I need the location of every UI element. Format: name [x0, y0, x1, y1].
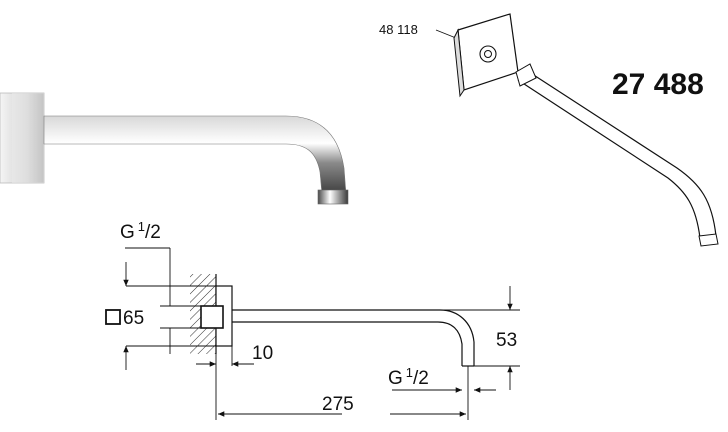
arm-thread-inlet — [515, 63, 537, 87]
arm-length-label: 275 — [322, 394, 354, 415]
exploded-view: 48 118 — [379, 13, 719, 247]
flange-hole-inner — [484, 50, 492, 58]
shower-arm-photo — [43, 115, 347, 195]
square-symbol-icon — [105, 309, 121, 325]
square-flange-side — [453, 28, 465, 98]
wall-plate-edge — [12, 93, 44, 183]
outlet-drop-label: 53 — [496, 330, 517, 351]
arm-outlet — [698, 233, 719, 247]
outlet-thread-photo — [317, 189, 349, 205]
flange-leader-line — [435, 29, 457, 39]
product-photo — [0, 92, 349, 205]
arm-drawing — [517, 69, 717, 239]
flange-part-number: 48 118 — [379, 22, 418, 37]
wall-depth-label: 10 — [252, 343, 273, 364]
product-number: 27 488 — [612, 68, 704, 101]
inlet-square — [200, 305, 224, 329]
square-size-label: 65 — [123, 308, 144, 329]
